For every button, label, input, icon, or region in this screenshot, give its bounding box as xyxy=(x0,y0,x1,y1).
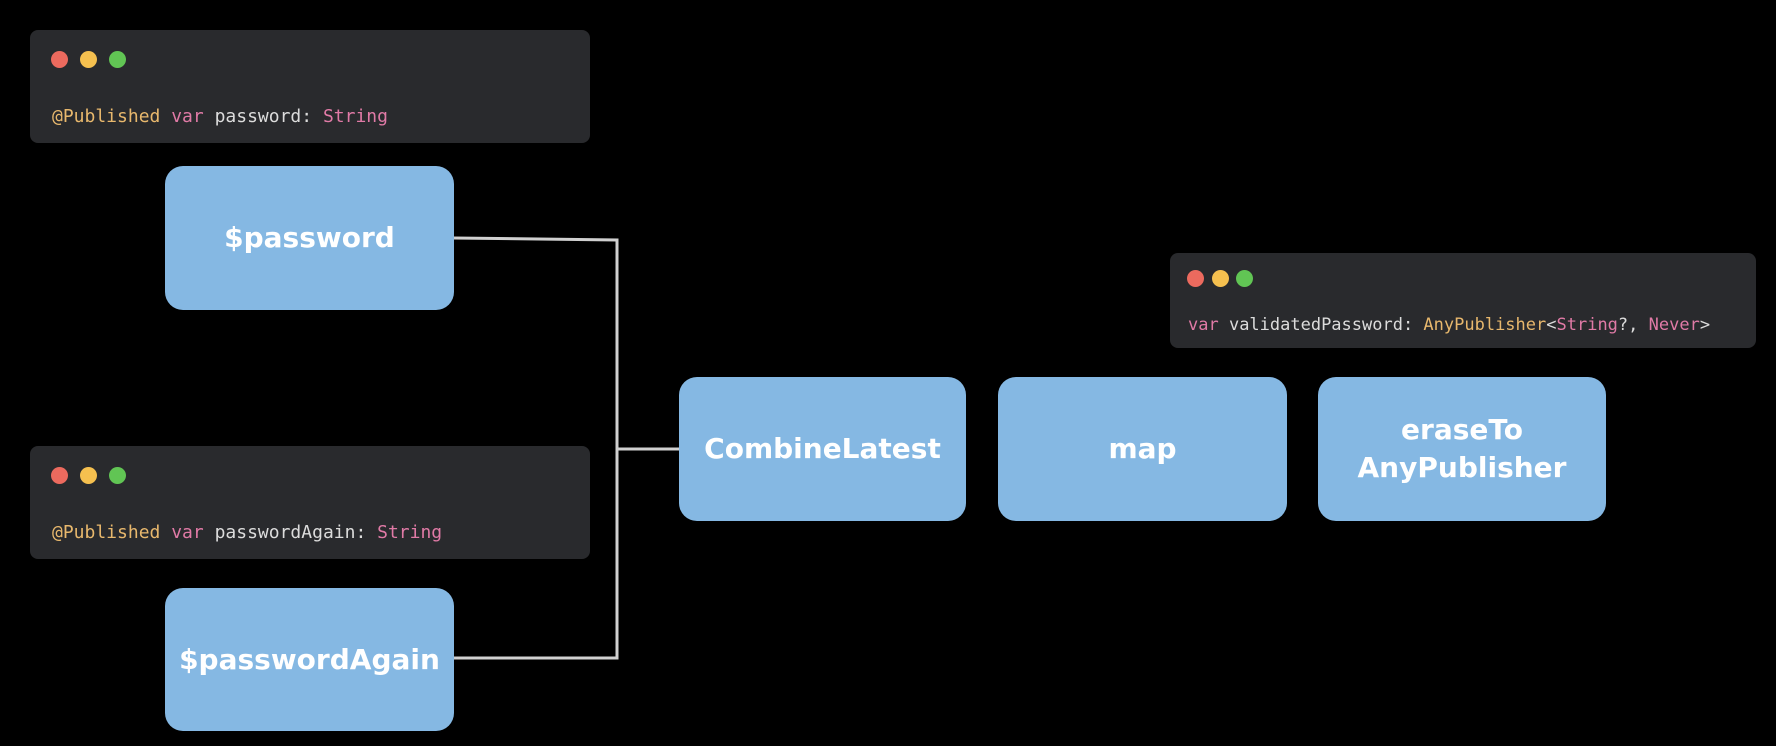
attribute-token: @Published xyxy=(52,106,161,127)
punct: > xyxy=(1699,315,1711,335)
close-dot-icon xyxy=(51,51,68,68)
node-password: $password xyxy=(165,166,454,310)
space xyxy=(160,522,171,543)
punct: ?, xyxy=(1617,315,1649,335)
code-card-password: @Published var password: String xyxy=(30,30,590,143)
close-dot-icon xyxy=(1187,270,1204,287)
zoom-dot-icon xyxy=(109,51,126,68)
type-token: String xyxy=(1556,315,1618,335)
zoom-dot-icon xyxy=(1236,270,1253,287)
node-label-line2: AnyPublisher xyxy=(1357,451,1567,484)
minimize-dot-icon xyxy=(1212,270,1229,287)
code-card-validated-password: var validatedPassword: AnyPublisher<Stri… xyxy=(1170,253,1756,348)
close-dot-icon xyxy=(51,467,68,484)
keyword-token: var xyxy=(171,106,204,127)
attribute-token: @Published xyxy=(52,522,161,543)
identifier-token: passwordAgain: xyxy=(203,522,378,543)
code-line: @Published var password: String xyxy=(52,106,388,127)
code-line: var validatedPassword: AnyPublisher<Stri… xyxy=(1188,315,1710,335)
minimize-dot-icon xyxy=(80,51,97,68)
node-label-line1: eraseTo xyxy=(1401,413,1523,447)
type-token: String xyxy=(377,522,443,543)
type-token: Never xyxy=(1648,315,1700,335)
type-token: String xyxy=(322,106,388,127)
keyword-token: var xyxy=(171,522,204,543)
node-erase-to-any-publisher: eraseTo AnyPublisher xyxy=(1318,377,1606,521)
node-combine-latest: CombineLatest xyxy=(679,377,966,521)
keyword-token: var xyxy=(1188,315,1219,335)
space xyxy=(160,106,171,127)
identifier-token: password: xyxy=(203,106,323,127)
type-token: AnyPublisher xyxy=(1423,315,1547,335)
node-password-again: $passwordAgain xyxy=(165,588,454,731)
connector-password-again xyxy=(454,449,619,660)
code-card-password-again: @Published var passwordAgain: String xyxy=(30,446,590,559)
code-line: @Published var passwordAgain: String xyxy=(52,522,442,543)
minimize-dot-icon xyxy=(80,467,97,484)
identifier-token: validatedPassword: xyxy=(1218,315,1424,335)
zoom-dot-icon xyxy=(109,467,126,484)
punct: < xyxy=(1546,315,1557,335)
node-map: map xyxy=(998,377,1287,521)
connector-password xyxy=(453,236,619,449)
